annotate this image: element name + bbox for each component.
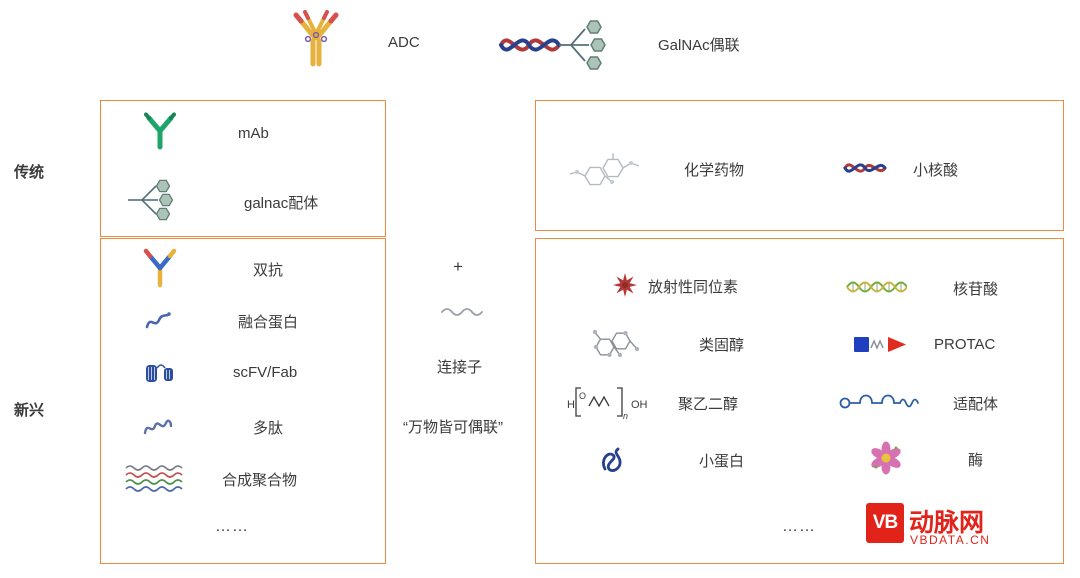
category-traditional-label: 传统: [14, 164, 45, 181]
svg-text:n: n: [623, 411, 628, 421]
carrier-label: 双抗: [253, 262, 284, 279]
payload-label: 小核酸: [913, 162, 959, 179]
carrier-label: scFV/Fab: [233, 364, 298, 381]
payload-label: 核苷酸: [953, 281, 999, 298]
galnac-conjugate-label: GalNAc偶联: [658, 37, 740, 54]
carrier-label: 多肽: [253, 420, 284, 437]
adc-antibody-icon: [288, 8, 342, 70]
payload-label: PROTAC: [934, 336, 996, 353]
peg-icon: H O n OH: [565, 382, 653, 422]
traditional-payloads-box: [535, 100, 1064, 231]
scfv-fab-icon: [142, 358, 178, 388]
aptamer-icon: [838, 389, 924, 415]
carrier-label: mAb: [238, 125, 269, 142]
payloads-ellipsis: ……: [782, 518, 816, 535]
payload-label: 小蛋白: [699, 453, 745, 470]
vbdata-brand: 动脉网: [909, 509, 985, 537]
payload-label: 放射性同位素: [648, 279, 739, 296]
plus-sign: +: [453, 257, 463, 276]
small-nucleic-acid-icon: [842, 154, 888, 182]
traditional-carriers-box: [100, 100, 386, 237]
protac-icon: [852, 334, 908, 356]
carrier-label: galnac配体: [244, 195, 319, 212]
vbdata-site: VBDATA.CN: [910, 533, 991, 547]
emerging-carriers-box: [100, 238, 386, 564]
svg-text:OH: OH: [631, 399, 648, 411]
payload-label: 适配体: [953, 396, 999, 413]
conjugation-quote: “万物皆可偶联”: [403, 419, 503, 436]
linker-wave-icon: [440, 305, 484, 319]
small-protein-icon: [598, 444, 628, 474]
bispecific-antibody-icon: [140, 248, 180, 290]
carrier-label: 融合蛋白: [238, 314, 299, 331]
nucleotide-icon: [845, 277, 908, 297]
vbdata-logo-text: VB: [872, 512, 898, 533]
mab-antibody-icon: [142, 112, 178, 152]
svg-text:O: O: [579, 391, 586, 401]
adc-label: ADC: [388, 34, 420, 51]
carriers-ellipsis: ……: [215, 518, 249, 535]
emerging-payloads-box: [535, 238, 1064, 564]
payload-label: 聚乙二醇: [678, 396, 739, 413]
fusion-protein-icon: [144, 308, 172, 332]
payload-label: 化学药物: [684, 162, 745, 179]
enzyme-icon: [868, 440, 904, 476]
steroid-icon: [585, 321, 649, 365]
synthetic-polymer-icon: [124, 463, 186, 493]
vbdata-logo: VB: [866, 503, 904, 543]
polypeptide-icon: [142, 412, 174, 440]
galnac-ligand-icon: [126, 178, 180, 222]
carrier-label: 合成聚合物: [222, 472, 298, 489]
payload-label: 类固醇: [699, 337, 745, 354]
payload-label: 酶: [968, 452, 984, 469]
radioisotope-icon: [612, 272, 638, 298]
linker-label: 连接子: [437, 359, 483, 376]
category-emerging-label: 新兴: [14, 402, 45, 419]
chemical-drug-icon: [565, 142, 649, 198]
galnac-conjugate-icon: [495, 15, 613, 75]
svg-text:H: H: [567, 399, 575, 411]
